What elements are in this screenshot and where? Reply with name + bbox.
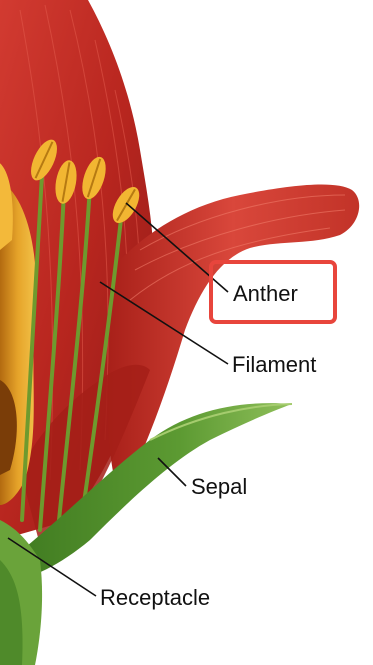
- sepal-label: Sepal: [191, 476, 247, 498]
- anther-label: Anther: [233, 283, 298, 305]
- receptacle-label: Receptacle: [100, 587, 210, 609]
- filament-label: Filament: [232, 354, 316, 376]
